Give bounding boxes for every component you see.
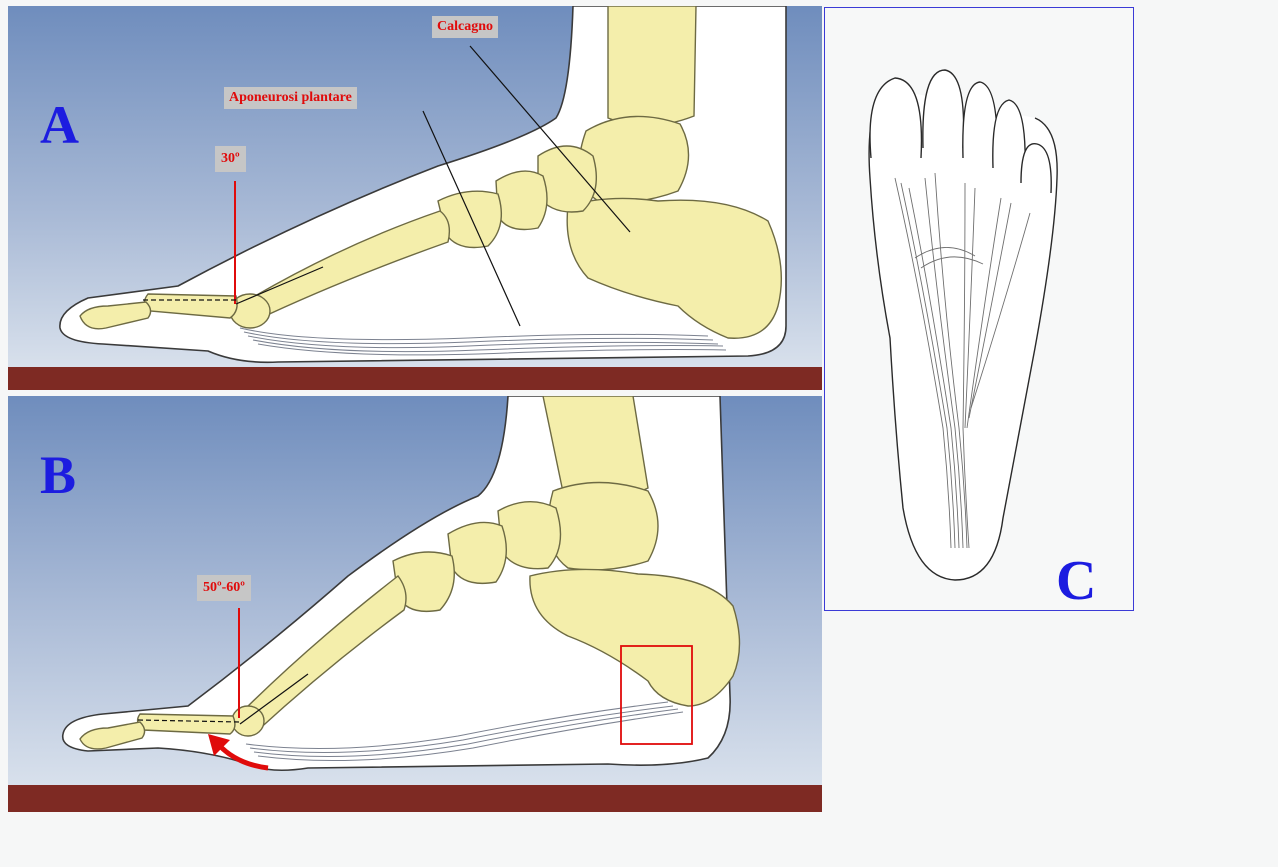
panel-letter-c: C — [1056, 553, 1096, 609]
label-calcaneus: Calcagno — [432, 16, 498, 38]
foot-illustration-a — [8, 6, 822, 390]
proximal-phalanx — [138, 714, 235, 734]
panel-letter-a: A — [40, 98, 79, 152]
label-angle-30: 30º — [215, 146, 246, 172]
navicular-bone — [498, 502, 561, 569]
panel-a-foot-lateral-view: A Calcagno Aponeurosi plantare 30º — [8, 6, 822, 390]
talus-bone — [548, 483, 658, 570]
label-angle-50-60: 50º-60º — [197, 575, 251, 601]
cuneiform-bone — [496, 171, 547, 229]
floor-surface — [8, 785, 822, 812]
big-toe-outline — [870, 78, 921, 158]
panel-c-plantar-view: C — [824, 7, 1134, 611]
label-plantar-fascia: Aponeurosi plantare — [224, 87, 357, 109]
panel-b-foot-dorsiflexion-view: B 50º-60º — [8, 396, 822, 812]
tibia-bone — [608, 6, 696, 126]
floor-surface — [8, 367, 822, 390]
second-toe-outline — [923, 70, 964, 148]
panel-letter-b: B — [40, 448, 76, 502]
third-toe-outline — [963, 82, 997, 158]
cuneiform-bone — [448, 522, 506, 583]
foot-illustration-b — [8, 396, 822, 812]
plantar-fascia-illustration — [825, 8, 1133, 610]
